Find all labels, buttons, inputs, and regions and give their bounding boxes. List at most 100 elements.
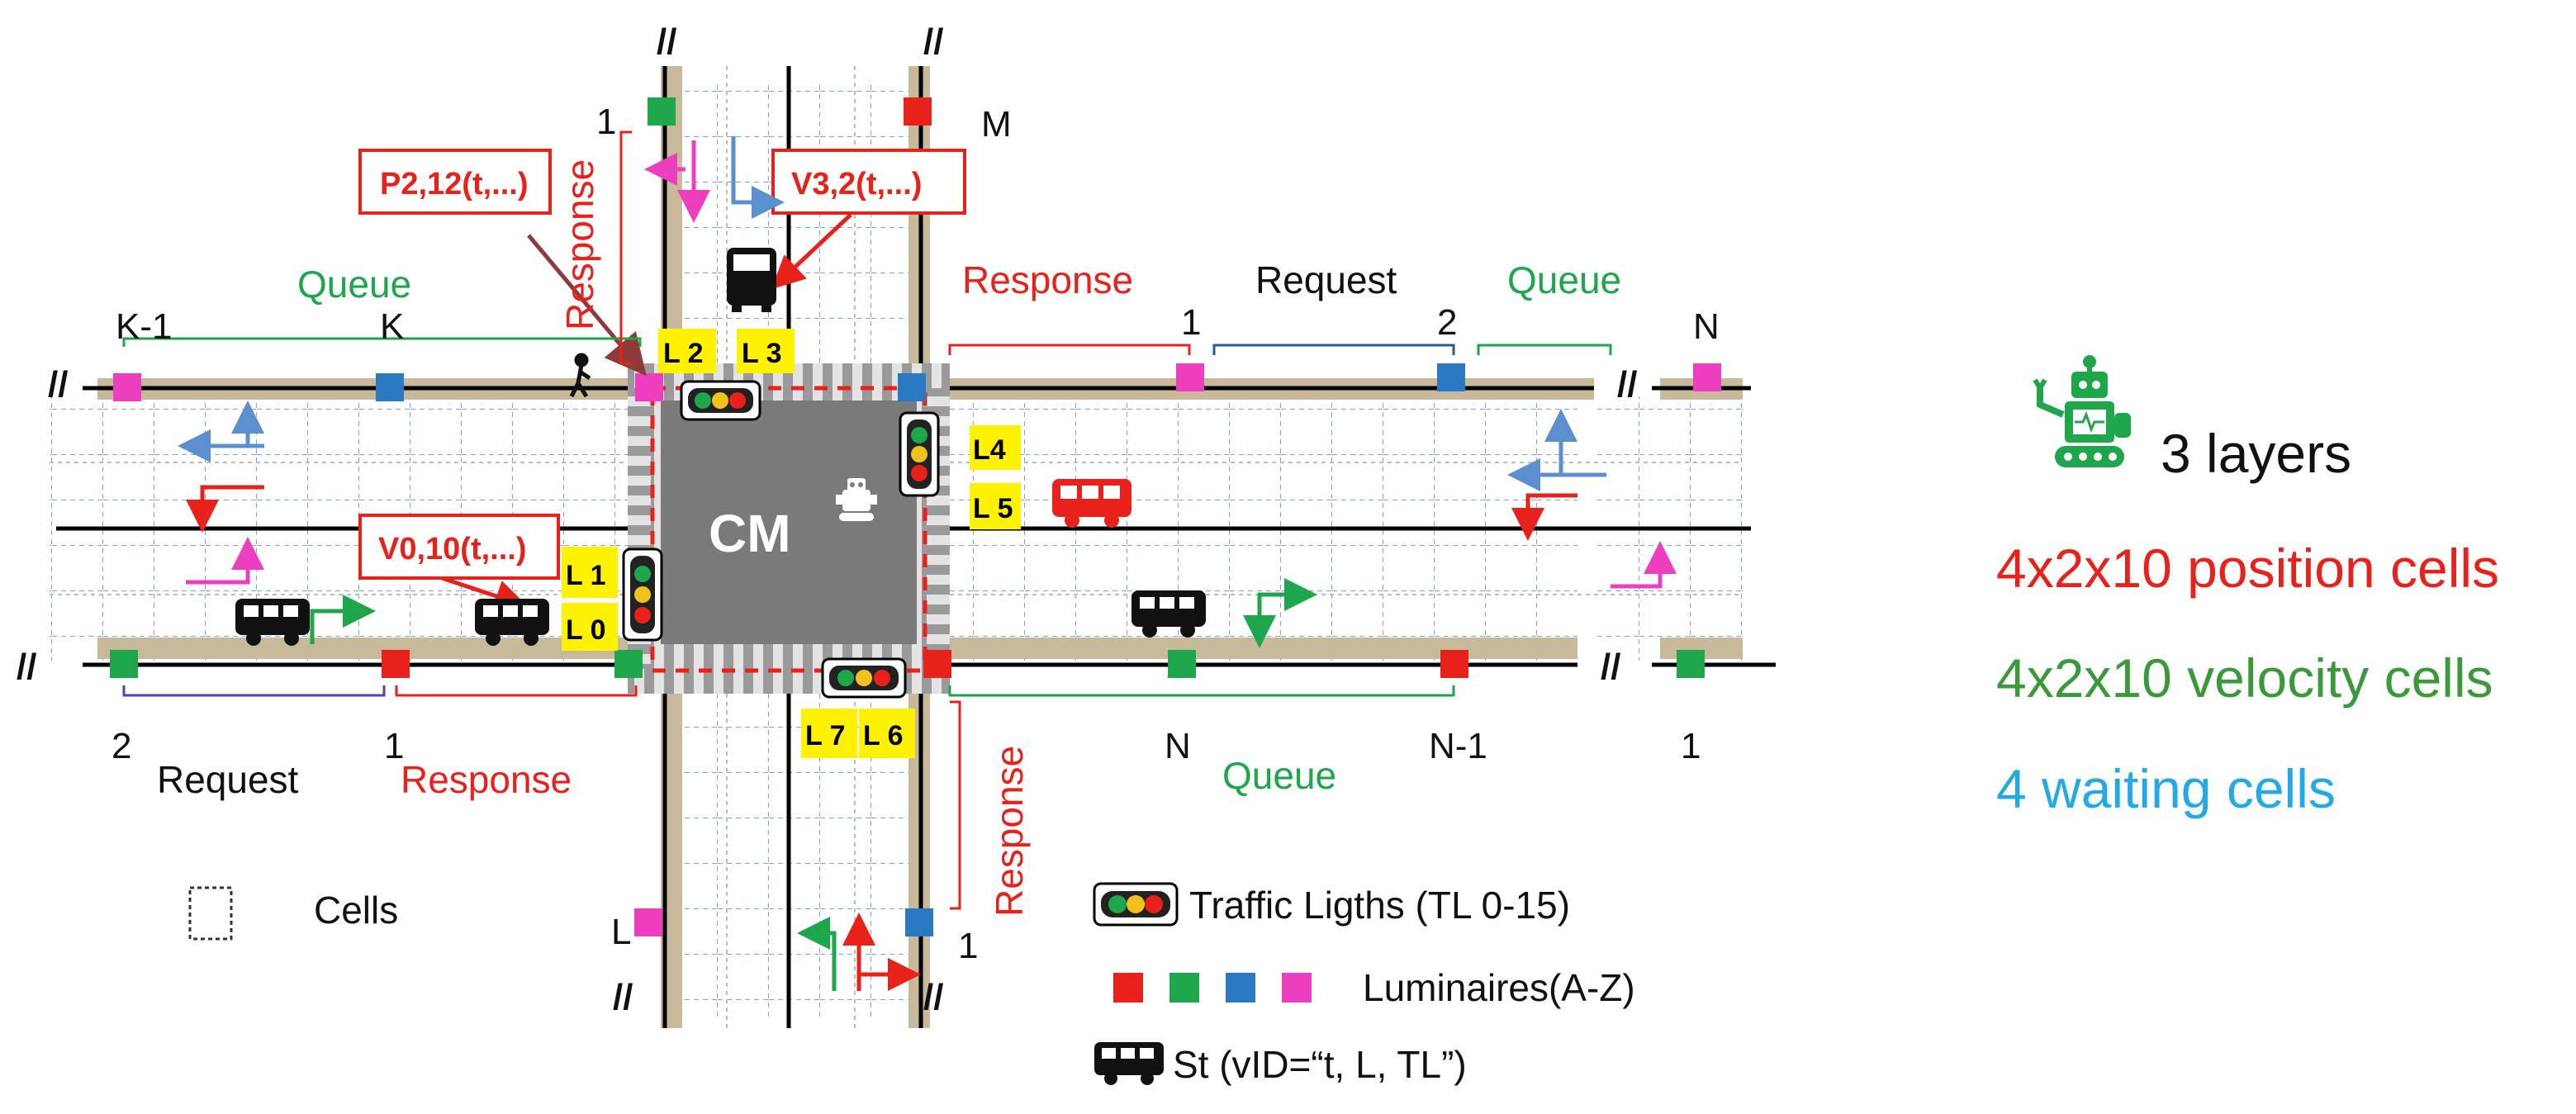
break-mark: //: [1601, 647, 1620, 687]
label-two-left-bottom: 2: [111, 726, 131, 766]
lane-label: L 2: [663, 338, 704, 369]
lane-labels: L 2 L 3 L4 L 5 L 1 L 0 L 7 L 6: [562, 329, 1021, 758]
luminaire-icon: [110, 650, 138, 678]
lane-label: L 1: [566, 560, 606, 591]
break-mark: //: [657, 21, 676, 62]
bus-icon: [1094, 1042, 1164, 1085]
side-velocity-cells: 4x2x10 velocity cells: [1996, 647, 2493, 709]
cell-icon: [188, 886, 233, 941]
break-marks: // // // // // // // //: [17, 21, 1637, 1017]
pedestrian-icon: [569, 353, 591, 398]
request-top-right: Request: [1255, 258, 1397, 301]
luminaire-icon: [1176, 363, 1204, 391]
label-m: M: [981, 104, 1012, 145]
bus-icon: [475, 599, 549, 646]
traffic-light-icon: [899, 411, 940, 497]
bus-icons: [235, 248, 1206, 646]
luminaire-icon: [634, 908, 662, 936]
luminaire-icon: [923, 650, 951, 678]
response-bottom-left: Response: [401, 758, 572, 801]
bus-icon: [1131, 590, 1206, 638]
break-mark: //: [923, 21, 943, 62]
break-mark: //: [613, 977, 633, 1017]
luminaire-icon: [1677, 650, 1705, 678]
luminaire-icon: [614, 650, 643, 678]
label-one-right-top: 1: [1181, 302, 1201, 343]
luminaire-icon: [1693, 363, 1721, 391]
legend-traffic-lights: Traffic Ligths (TL 0-15): [1189, 884, 1570, 927]
bus-icon: [1052, 479, 1131, 528]
label-one-top-left: 1: [596, 102, 616, 142]
luminaire-icon: [635, 373, 663, 401]
robot-icon: [2033, 355, 2131, 467]
luminaire-icon: [904, 97, 932, 126]
luminaire-icon: [1440, 650, 1468, 678]
queue-top-left: Queue: [297, 263, 411, 306]
label-one-bottom: 1: [958, 926, 978, 966]
label-n-right-bottom: N: [1165, 726, 1191, 766]
callout-v32: V3,2(t,...): [791, 167, 922, 201]
break-mark: //: [48, 364, 68, 405]
label-k: K: [380, 306, 404, 347]
side-layers: 3 layers: [2161, 423, 2352, 484]
road-lines: [56, 66, 1776, 1028]
lane-label: L 5: [973, 493, 1013, 524]
queue-top-right: Queue: [1507, 258, 1621, 301]
break-mark: //: [1617, 364, 1637, 405]
luminaires: [110, 97, 1721, 936]
luminaire-icon: [113, 373, 141, 401]
legend-cells: Cells: [314, 889, 398, 931]
lane-label: L4: [973, 434, 1006, 466]
response-top-right: Response: [962, 258, 1133, 301]
break-mark: //: [17, 647, 36, 687]
luminaire-icon: [898, 373, 926, 401]
side-waiting-cells: 4 waiting cells: [1996, 758, 2336, 819]
luminaire-icon: [1226, 973, 1255, 1003]
label-one-left-bottom: 1: [384, 726, 404, 766]
response-vertical-top: Response: [558, 159, 601, 330]
annotations: Queue Response Request Queue Request Res…: [157, 159, 1621, 917]
traffic-light-icon: [821, 657, 907, 699]
lane-label: L 3: [742, 338, 782, 369]
traffic-lights: [622, 380, 940, 699]
legend: Cells Traffic Ligths (TL 0-15) Luminaire…: [188, 882, 1635, 1086]
luminaire-icon: [1113, 973, 1143, 1003]
luminaire-icon: [1282, 973, 1312, 1003]
brackets: [122, 130, 1612, 910]
luminaire-icon: [1437, 363, 1465, 391]
luminaire-icon: [648, 97, 676, 126]
queue-bottom-right: Queue: [1222, 754, 1336, 797]
lane-dividers: [50, 66, 1743, 1028]
luminaire-icon: [1169, 973, 1199, 1003]
legend-station: St (vID=“t, L, TL”): [1173, 1043, 1467, 1086]
label-two-right-top: 2: [1437, 302, 1457, 343]
label-n-minus-1: N-1: [1429, 726, 1487, 766]
luminaire-icon: [382, 650, 410, 678]
luminaire-icon: [905, 908, 933, 936]
break-mark: //: [923, 977, 943, 1017]
intersection-box: [661, 401, 917, 644]
lane-label: L 0: [566, 614, 606, 646]
side-position-cells: 4x2x10 position cells: [1996, 538, 2500, 599]
label-n-right-top: N: [1693, 306, 1720, 347]
callout-p: P2,12(t,...): [380, 167, 529, 201]
traffic-light-icon: [622, 548, 663, 642]
cm-label: CM: [709, 504, 791, 563]
lane-label: L 7: [805, 720, 846, 751]
cells-grid-north: [661, 83, 925, 363]
callout-v010: V0,10(t,...): [378, 532, 527, 566]
response-vertical-bottom: Response: [988, 746, 1031, 917]
label-l: L: [611, 912, 631, 952]
callouts: P2,12(t,...) V3,2(t,...) V0,10(t,...): [358, 149, 966, 613]
traffic-light-icon: [1093, 882, 1179, 927]
lane-label: L 6: [863, 720, 904, 751]
luminaire-icon: [1168, 650, 1196, 678]
legend-luminaires: Luminaires(A-Z): [1363, 966, 1635, 1009]
direction-arrows: [178, 136, 1677, 991]
request-bottom-left: Request: [157, 758, 299, 801]
road-labels: K-1 K 1 M 1 2 N 2 1 N N-1 1 L 1: [111, 102, 1720, 966]
label-k-minus-1: K-1: [116, 306, 172, 347]
bus-icon: [727, 248, 776, 312]
robot-icon: [836, 478, 877, 521]
